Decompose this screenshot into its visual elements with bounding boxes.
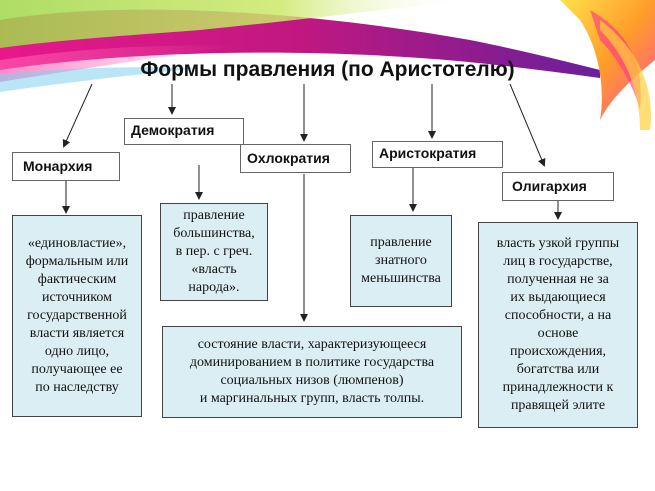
desc-monarchy-line: по наследству [35, 380, 119, 395]
desc-ochlocracy-line: социальных низов (люмпенов) [220, 373, 404, 388]
desc-monarchy-line: государственной [27, 308, 127, 323]
desc-oligarchy: власть узкой группы лиц в государстве, п… [478, 222, 638, 428]
desc-monarchy-line: «единовластие», [27, 236, 127, 251]
label-aristocracy: Аристократия [372, 141, 503, 168]
desc-oligarchy-line: их выдающиеся [510, 290, 606, 305]
desc-monarchy: «единовластие», формальным или фактическ… [12, 215, 142, 417]
desc-ochlocracy-line: доминированием в политике государства [189, 355, 435, 370]
desc-monarchy-line: источником [42, 290, 112, 305]
desc-democracy-line: «власть [191, 262, 237, 277]
desc-oligarchy-line: происхождения, [509, 344, 607, 359]
desc-monarchy-line: получающее ее [31, 362, 123, 377]
label-oligarchy: Олигархия [502, 172, 614, 201]
desc-democracy: правление большинства, в пер. с греч. «в… [160, 203, 268, 301]
desc-democracy-line: народа». [188, 280, 240, 295]
diagram-title: Формы правления (по Аристотелю) [140, 58, 515, 81]
desc-monarchy-line: фактическим [37, 272, 117, 287]
desc-monarchy-line: власти является [29, 326, 125, 341]
desc-oligarchy-line: полученная не за [507, 272, 609, 287]
desc-democracy-line: правление [183, 208, 245, 223]
desc-ochlocracy: состояние власти, характеризующееся доми… [162, 326, 462, 418]
desc-aristocracy: правление знатного меньшинства [350, 215, 452, 307]
desc-aristocracy-line: меньшинства [361, 271, 441, 286]
label-ochlocracy: Охлократия [240, 144, 351, 173]
desc-ochlocracy-line: состояние власти, характеризующееся [197, 337, 427, 352]
desc-oligarchy-line: основе [537, 326, 579, 341]
desc-aristocracy-line: правление [370, 235, 432, 250]
desc-oligarchy-line: принадлежности к [502, 380, 614, 395]
desc-monarchy-line: одно лицо, [44, 344, 110, 359]
label-democracy: Демократия [124, 118, 244, 145]
desc-democracy-line: большинства, [173, 226, 255, 241]
desc-democracy-line: в пер. с греч. [175, 244, 253, 259]
desc-oligarchy-line: способности, а на [504, 308, 612, 323]
label-monarchy: Монархия [12, 152, 120, 181]
desc-oligarchy-line: власть узкой группы [496, 236, 620, 251]
desc-oligarchy-line: лиц в государстве, [503, 254, 613, 269]
desc-oligarchy-line: правящей элите [510, 398, 606, 413]
desc-ochlocracy-line: и маргинальных групп, власть толпы. [199, 391, 425, 406]
desc-oligarchy-line: богатства или [516, 362, 600, 377]
desc-aristocracy-line: знатного [375, 253, 427, 268]
desc-monarchy-line: формальным или [25, 254, 129, 269]
